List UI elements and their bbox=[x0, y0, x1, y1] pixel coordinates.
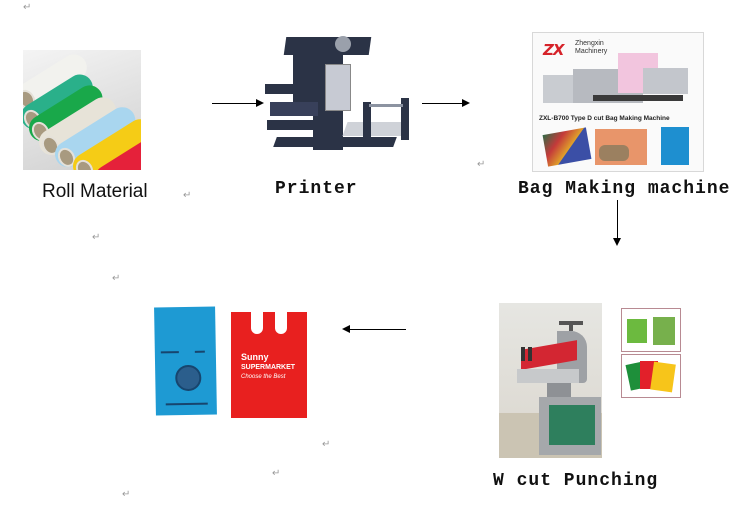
step-label-printer: Printer bbox=[275, 179, 358, 199]
step-label-w-cut-punching: W cut Punching bbox=[493, 471, 659, 491]
paragraph-mark: ↵ bbox=[183, 190, 192, 201]
flow-arrow-roll-to-printer bbox=[212, 103, 260, 104]
green-bag-sample bbox=[621, 308, 681, 352]
machine-caption: ZXL-B700 Type D cut Bag Making Machine bbox=[539, 115, 670, 122]
arrow-head-right-icon bbox=[462, 99, 470, 107]
bag-making-machine-image: ZX Zhengxin Machinery ZXL-B700 Type D cu… bbox=[532, 32, 704, 172]
w-cut-bag-samples bbox=[621, 308, 681, 398]
brand-logo: ZX bbox=[543, 41, 564, 59]
paragraph-mark: ↵ bbox=[122, 489, 131, 500]
paragraph-mark: ↵ bbox=[477, 159, 486, 170]
blue-d-cut-bag bbox=[154, 306, 217, 416]
finished-bags-image: Sunny SUPERMARKET Choose the Best bbox=[149, 302, 316, 419]
arrow-head-right-icon bbox=[256, 99, 264, 107]
punching-machine-image bbox=[499, 303, 602, 458]
paragraph-mark: ↵ bbox=[112, 273, 121, 284]
flow-arrow-bag-making-to-punching bbox=[617, 200, 618, 238]
paragraph-mark: ↵ bbox=[92, 232, 101, 243]
paragraph-mark: ↵ bbox=[322, 439, 331, 450]
arrow-head-down-icon bbox=[613, 238, 621, 246]
step-label-bag-making: Bag Making machine bbox=[518, 179, 731, 199]
brand-company: Zhengxin Machinery bbox=[575, 40, 608, 55]
step-label-roll-material: Roll Material bbox=[42, 181, 148, 202]
arrow-head-left-icon bbox=[342, 325, 350, 333]
colored-bag-sample bbox=[621, 354, 681, 398]
roll-material-image bbox=[23, 50, 141, 170]
paragraph-mark: ↵ bbox=[23, 2, 32, 13]
flow-arrow-printer-to-bag-making bbox=[422, 103, 464, 104]
red-w-cut-bag: Sunny SUPERMARKET Choose the Best bbox=[231, 312, 307, 418]
paragraph-mark: ↵ bbox=[272, 468, 281, 479]
printer-image bbox=[265, 32, 415, 152]
flow-arrow-punching-to-final bbox=[350, 329, 406, 330]
